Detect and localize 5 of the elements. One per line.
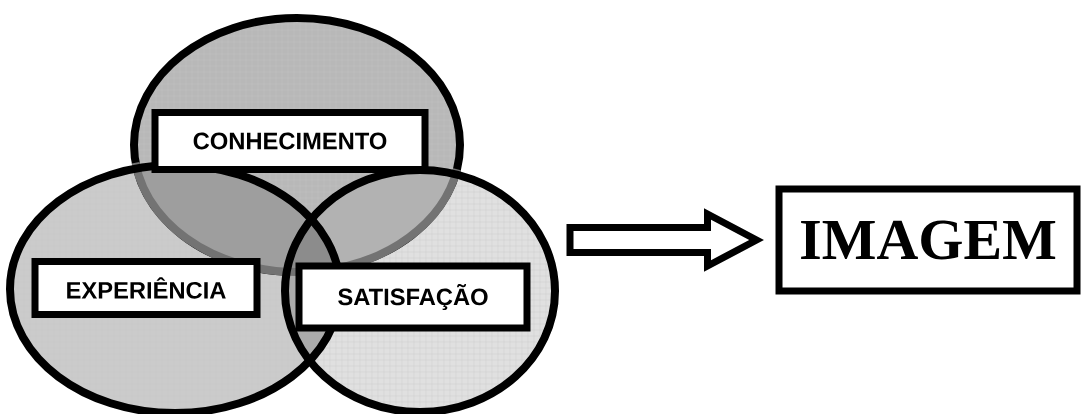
- label-box: IMAGEM: [775, 185, 1081, 295]
- label-box: SATISFAÇÃO: [295, 262, 531, 332]
- label-box: CONHECIMENTO: [151, 109, 429, 173]
- block-arrow: [566, 208, 764, 272]
- label-box: EXPERIÊNCIA: [31, 258, 261, 318]
